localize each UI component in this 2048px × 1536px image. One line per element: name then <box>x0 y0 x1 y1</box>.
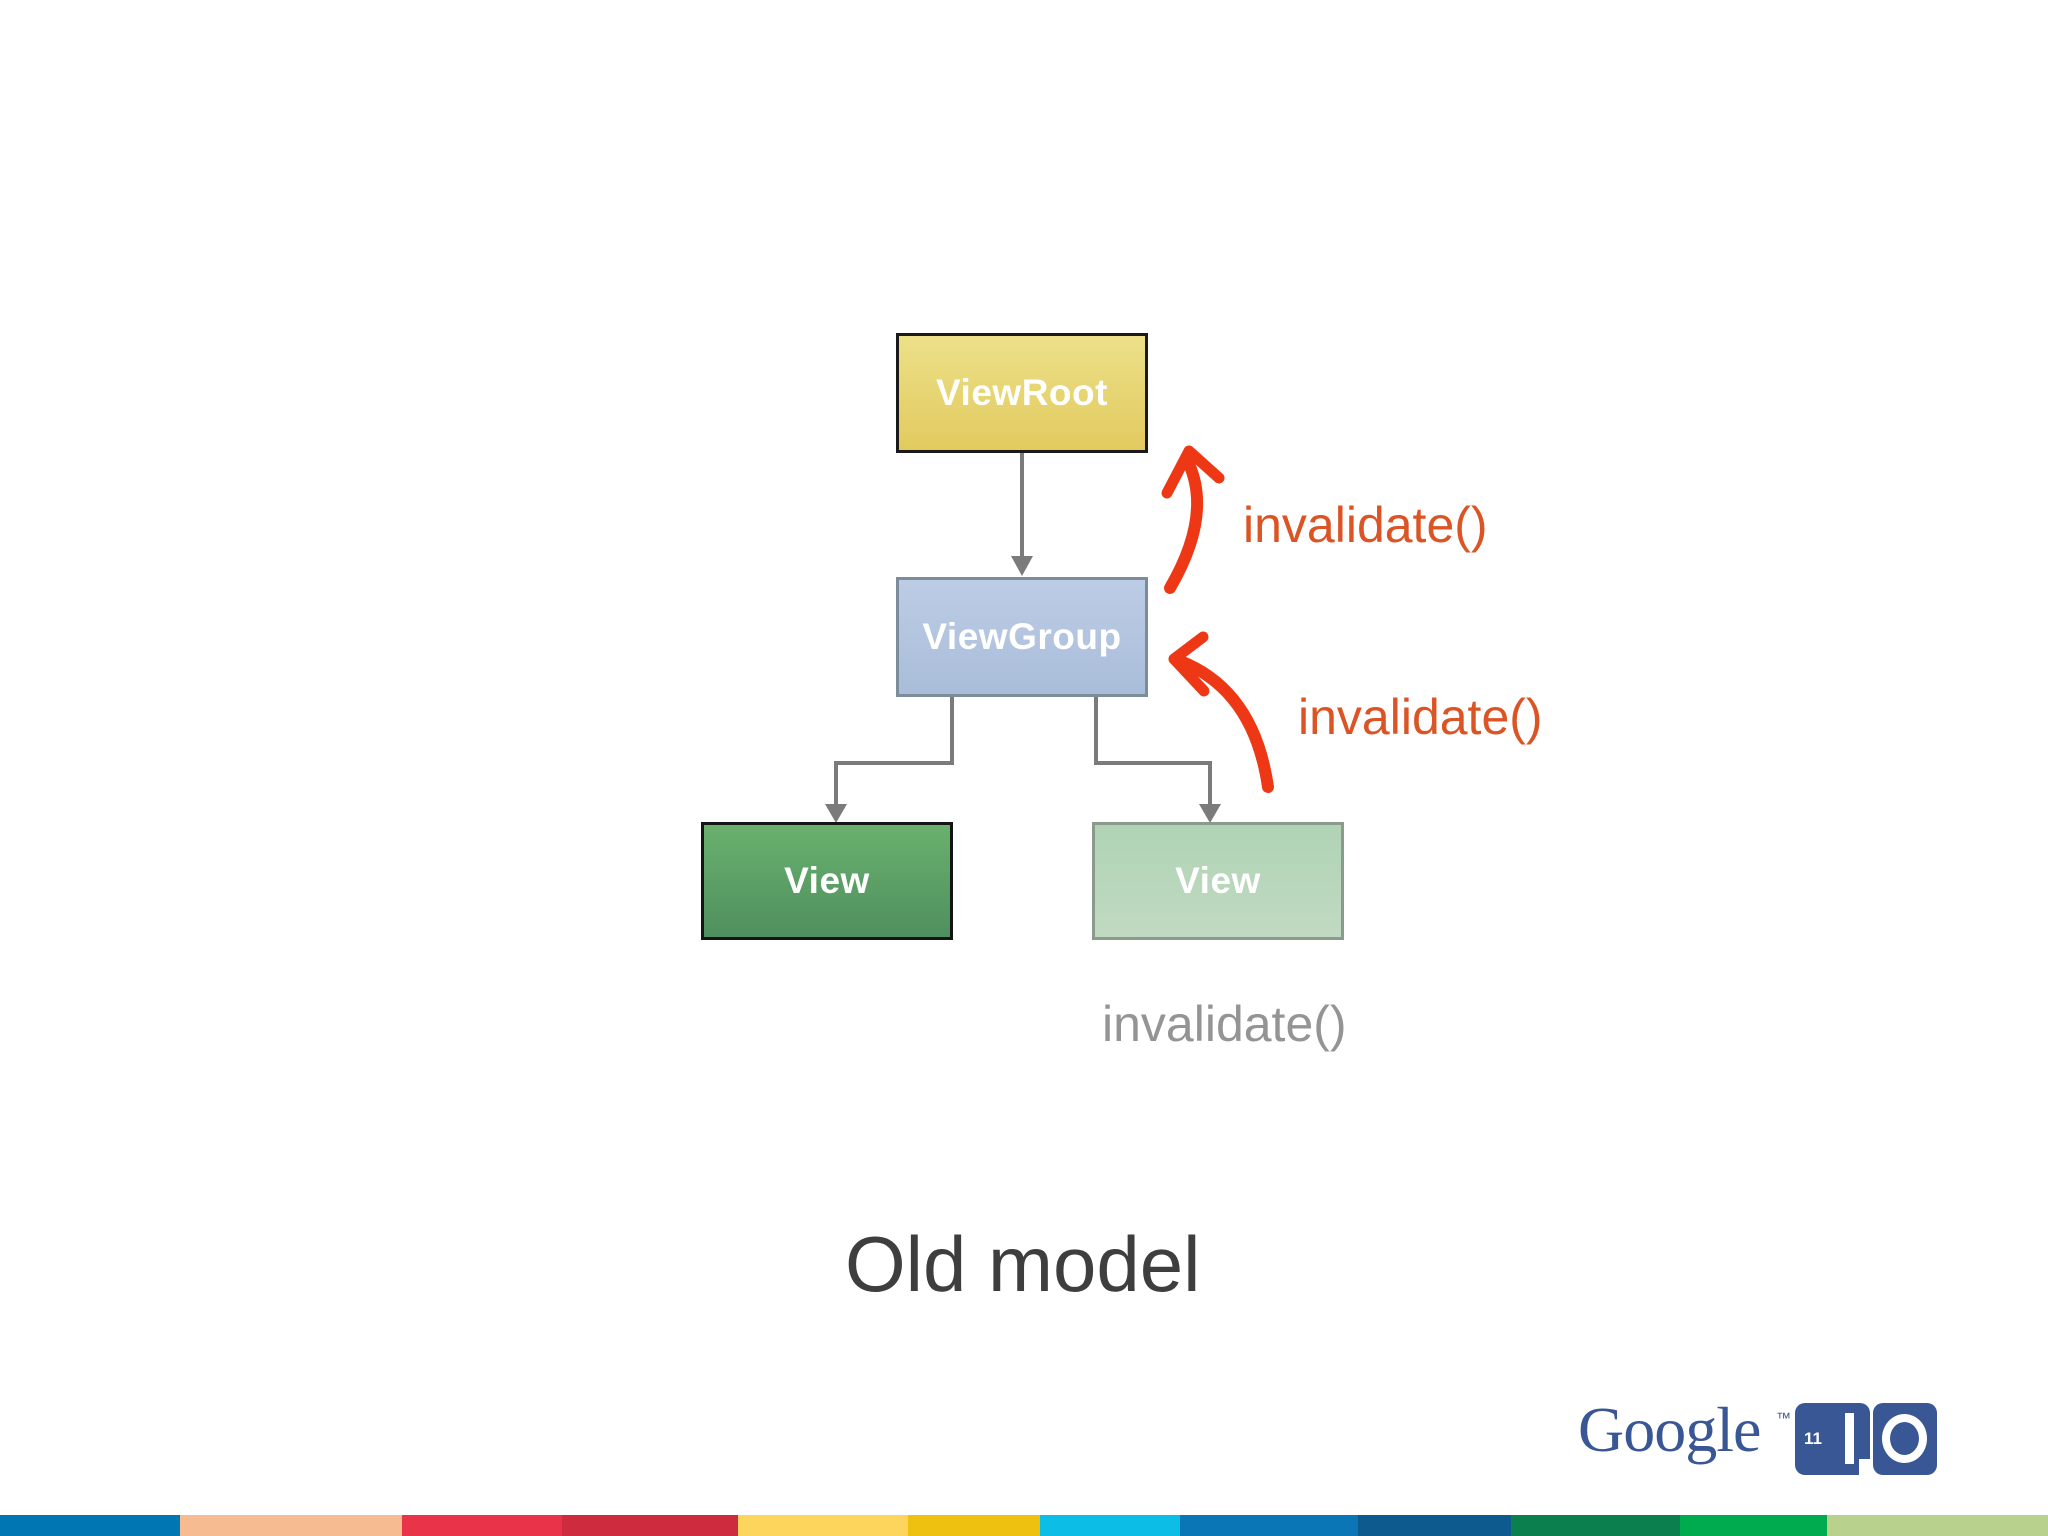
arrowhead-into-view-right <box>1199 804 1221 823</box>
stripe-segment <box>908 1515 1040 1536</box>
stripe-segment <box>738 1515 908 1536</box>
io-o-icon <box>1882 1414 1927 1463</box>
stripe-segment <box>1827 1515 2048 1536</box>
stripe-segment <box>1040 1515 1180 1536</box>
stripe-segment <box>0 1515 180 1536</box>
node-view-left-label: View <box>784 860 870 901</box>
io-badge-left: 11 <box>1795 1403 1872 1476</box>
stripe-segment <box>402 1515 562 1536</box>
stripe-segment <box>1680 1515 1827 1536</box>
connector-viewgroup-view-left <box>834 697 954 808</box>
node-viewgroup: ViewGroup <box>896 577 1148 697</box>
node-view-left: View <box>701 822 953 940</box>
node-view-right-label: View <box>1175 860 1261 901</box>
annotation-invalidate-on-view: invalidate() <box>1102 996 1347 1052</box>
io-badge-right <box>1873 1403 1937 1475</box>
node-viewroot: ViewRoot <box>896 333 1148 453</box>
red-arrowhead-to-viewroot <box>1161 445 1225 499</box>
annotation-invalidate-to-viewgroup: invalidate() <box>1298 689 1543 745</box>
red-arrowhead-to-viewgroup <box>1168 631 1210 697</box>
io-i-icon <box>1845 1413 1854 1464</box>
stripe-segment <box>180 1515 402 1536</box>
stripe-segment <box>562 1515 738 1536</box>
node-viewgroup-label: ViewGroup <box>922 616 1122 657</box>
red-arrow-viewgroup-to-viewroot <box>1164 458 1204 594</box>
stripe-segment <box>1511 1515 1680 1536</box>
io-badge-notch <box>1859 1459 1872 1476</box>
google-wordmark: Google <box>1578 1394 1761 1465</box>
arrowhead-into-view-left <box>825 804 847 823</box>
stripe-segment <box>1358 1515 1511 1536</box>
red-arrow-view-to-viewgroup <box>1174 655 1274 793</box>
node-viewroot-label: ViewRoot <box>936 372 1108 413</box>
node-view-right: View <box>1092 822 1344 940</box>
connector-viewgroup-view-right <box>1094 697 1212 808</box>
slide-title: Old model <box>845 1220 1201 1308</box>
arrowhead-into-viewgroup <box>1011 556 1033 576</box>
annotation-invalidate-to-viewroot: invalidate() <box>1243 497 1488 553</box>
google-io-logo: Google ™ 11 <box>1578 1396 1948 1482</box>
trademark-symbol: ™ <box>1776 1410 1791 1427</box>
footer-stripe <box>0 1515 2048 1536</box>
stripe-segment <box>1180 1515 1358 1536</box>
year-badge-label: 11 <box>1804 1429 1822 1448</box>
